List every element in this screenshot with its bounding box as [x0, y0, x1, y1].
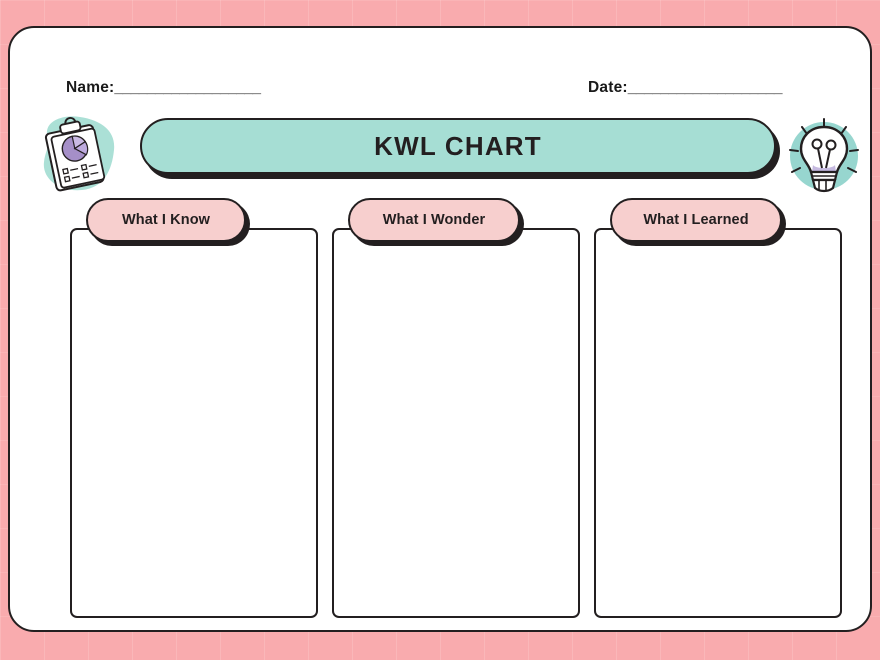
column-header-label-learned: What I Learned	[643, 212, 749, 228]
lightbulb-icon	[778, 110, 870, 202]
header-pill-wonder: What I Wonder	[348, 198, 520, 242]
answer-box-wonder[interactable]	[332, 228, 580, 618]
name-write-line[interactable]: __________________	[114, 79, 261, 96]
answer-box-learned[interactable]	[594, 228, 842, 618]
clipboard-chart-icon	[28, 108, 128, 200]
date-write-line[interactable]: ___________________	[627, 79, 783, 96]
column-header-label-wonder: What I Wonder	[382, 212, 486, 228]
column-header-label-know: What I Know	[121, 212, 211, 228]
header-pill-know: What I Know	[86, 198, 246, 242]
header-pill-learned: What I Learned	[610, 198, 782, 242]
date-label: Date:	[588, 79, 628, 96]
date-field[interactable]: Date:___________________	[588, 79, 783, 97]
name-label: Name:	[66, 79, 115, 96]
answer-box-know[interactable]	[70, 228, 318, 618]
name-field[interactable]: Name:__________________	[66, 79, 261, 97]
page-title: KWL CHART	[374, 130, 542, 161]
worksheet-card: Name:__________________ Date:___________…	[8, 26, 872, 632]
title-banner: KWL CHART	[140, 118, 776, 174]
